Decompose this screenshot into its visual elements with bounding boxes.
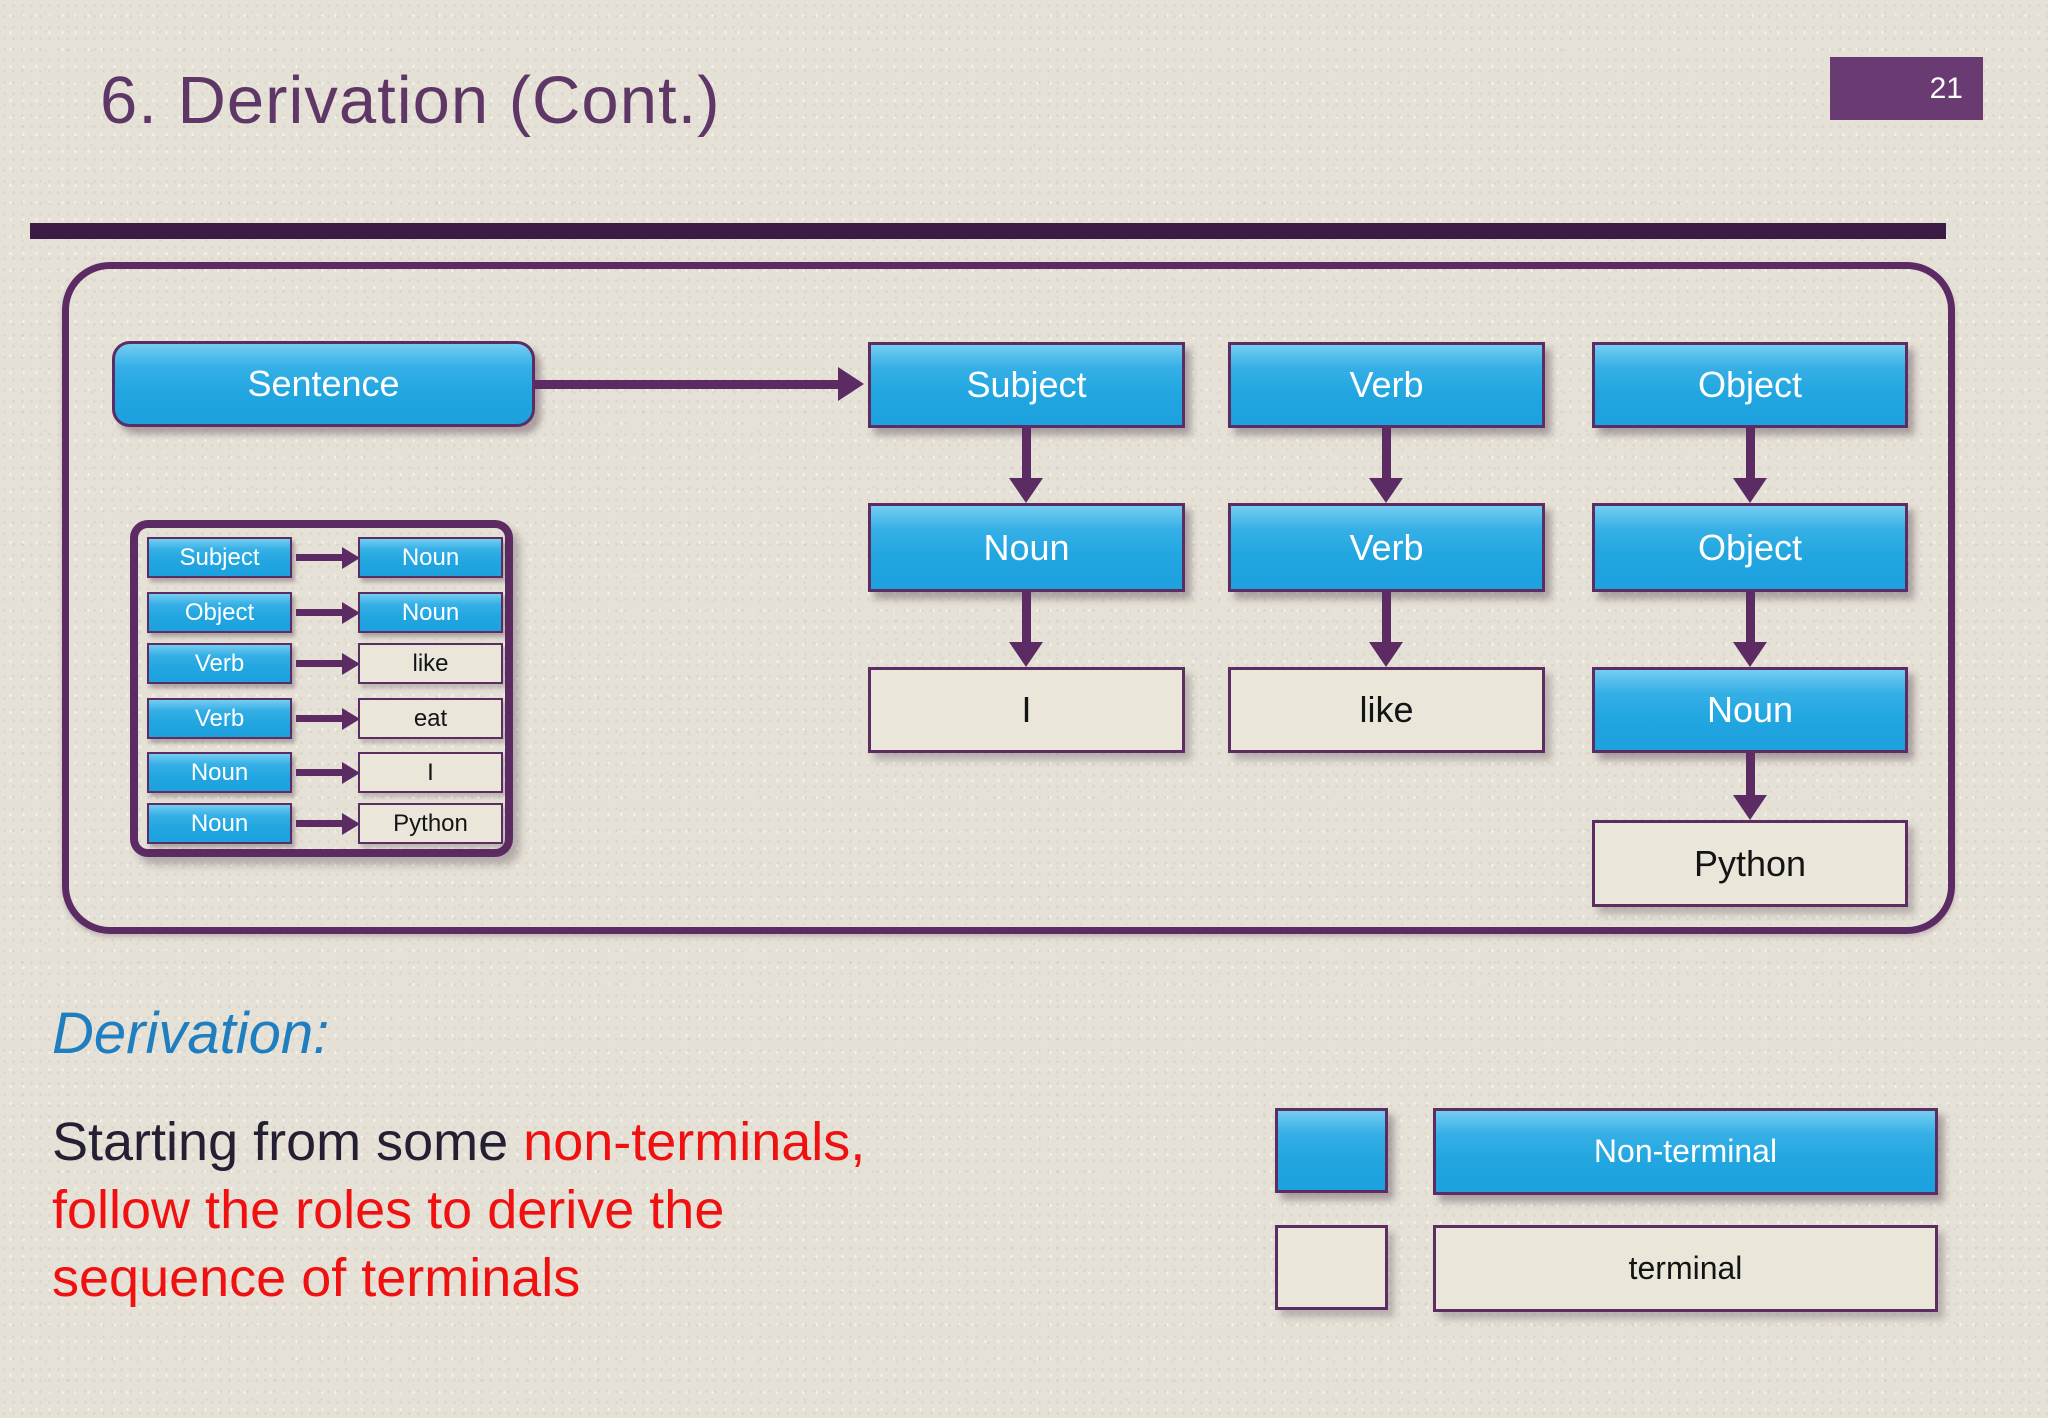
rule-rhs-box: Noun bbox=[358, 537, 503, 578]
arrow-sentence-to-subject-head bbox=[838, 367, 864, 401]
rule-arrow-head bbox=[342, 653, 360, 675]
rule-arrow bbox=[296, 660, 342, 667]
caption-segment: sequence of terminals bbox=[52, 1248, 581, 1308]
arrow-object-to-noun-head bbox=[1733, 642, 1767, 667]
rule-lhs-box: Object bbox=[147, 592, 292, 633]
rule-lhs-box: Noun bbox=[147, 803, 292, 844]
caption-heading: Derivation: bbox=[52, 1001, 330, 1066]
arrow-verb-to-like-head bbox=[1369, 642, 1403, 667]
arrow-object-to-noun bbox=[1746, 592, 1755, 642]
sentence-box: Sentence bbox=[112, 341, 535, 427]
terminal-box-i: I bbox=[868, 667, 1185, 753]
rule-arrow bbox=[296, 769, 342, 776]
arrow-sentence-to-subject bbox=[535, 380, 840, 389]
rule-lhs-box: Subject bbox=[147, 537, 292, 578]
subject-box-level1: Subject bbox=[868, 342, 1185, 428]
arrow-subject-to-noun bbox=[1022, 428, 1031, 478]
rule-lhs-box: Verb bbox=[147, 643, 292, 684]
rule-arrow bbox=[296, 820, 342, 827]
rule-arrow-head bbox=[342, 813, 360, 835]
arrow-verb-to-like bbox=[1382, 592, 1391, 642]
rule-arrow bbox=[296, 554, 342, 561]
page-title: 6. Derivation (Cont.) bbox=[100, 63, 721, 138]
verb-box-level2: Verb bbox=[1228, 503, 1545, 592]
rule-rhs-box: Python bbox=[358, 803, 503, 844]
terminal-box-python: Python bbox=[1592, 820, 1908, 907]
arrow-verb-to-verb bbox=[1382, 428, 1391, 478]
rule-arrow bbox=[296, 715, 342, 722]
arrow-noun-to-python bbox=[1746, 753, 1755, 795]
rule-lhs-box: Verb bbox=[147, 698, 292, 739]
caption-line: follow the roles to derive the bbox=[52, 1176, 865, 1244]
arrow-noun-to-i bbox=[1022, 592, 1031, 642]
legend-nonterminal-swatch bbox=[1275, 1108, 1388, 1193]
arrow-object-to-object bbox=[1746, 428, 1755, 478]
rule-arrow-head bbox=[342, 547, 360, 569]
object-box-level2: Object bbox=[1592, 503, 1908, 592]
rules-table: Subject Noun Object Noun Verb like Verb … bbox=[130, 520, 513, 857]
caption-line: sequence of terminals bbox=[52, 1244, 865, 1312]
noun-box-object-column: Noun bbox=[1592, 667, 1908, 753]
arrow-noun-to-i-head bbox=[1009, 642, 1043, 667]
terminal-box-like: like bbox=[1228, 667, 1545, 753]
arrow-verb-to-verb-head bbox=[1369, 478, 1403, 503]
caption-segment: follow the roles to derive the bbox=[52, 1180, 725, 1240]
rule-rhs-box: eat bbox=[358, 698, 503, 739]
arrow-noun-to-python-head bbox=[1733, 795, 1767, 820]
rule-rhs-box: like bbox=[358, 643, 503, 684]
caption-segment: Starting from some bbox=[52, 1112, 524, 1172]
rule-rhs-box: Noun bbox=[358, 592, 503, 633]
rule-arrow-head bbox=[342, 602, 360, 624]
caption-line: Starting from some non-terminals, bbox=[52, 1108, 865, 1176]
caption-text: Starting from some non-terminals, follow… bbox=[52, 1108, 865, 1312]
legend-terminal-box: terminal bbox=[1433, 1225, 1938, 1312]
title-underline bbox=[30, 223, 1946, 239]
rule-arrow-head bbox=[342, 762, 360, 784]
derivation-diagram-frame bbox=[62, 262, 1955, 934]
rule-rhs-box: I bbox=[358, 752, 503, 793]
arrow-object-to-object-head bbox=[1733, 478, 1767, 503]
legend-terminal-swatch bbox=[1275, 1225, 1388, 1310]
arrow-subject-to-noun-head bbox=[1009, 478, 1043, 503]
verb-box-level1: Verb bbox=[1228, 342, 1545, 428]
page-number-badge: 21 bbox=[1830, 57, 1983, 120]
legend-nonterminal-box: Non-terminal bbox=[1433, 1108, 1938, 1195]
noun-box-subject-column: Noun bbox=[868, 503, 1185, 592]
caption-segment: non-terminals, bbox=[523, 1112, 866, 1172]
object-box-level1: Object bbox=[1592, 342, 1908, 428]
rule-arrow-head bbox=[342, 708, 360, 730]
rule-lhs-box: Noun bbox=[147, 752, 292, 793]
rule-arrow bbox=[296, 609, 342, 616]
